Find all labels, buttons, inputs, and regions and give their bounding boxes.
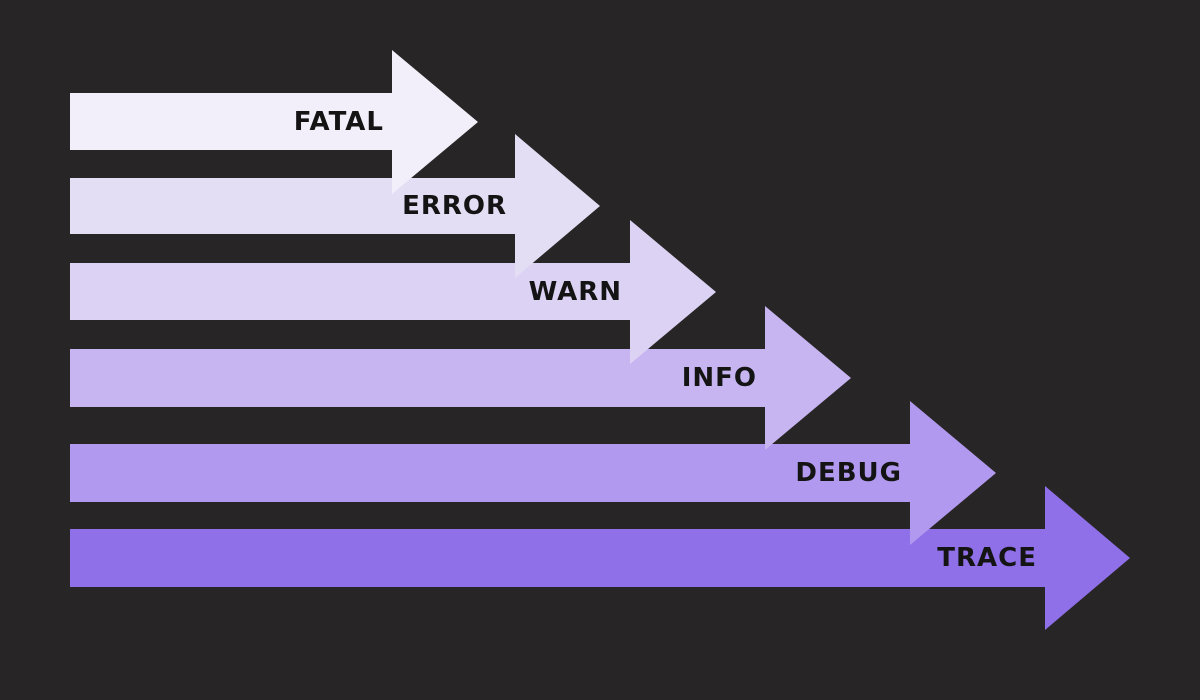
fatal-arrow-bar (70, 93, 392, 150)
info-label: INFO (681, 363, 757, 393)
info-arrow-head-icon (765, 306, 851, 450)
trace-arrow-head-icon (1045, 486, 1130, 630)
error-label: ERROR (402, 191, 507, 221)
debug-arrow-head-icon (910, 401, 996, 545)
error-arrow-head-icon (515, 134, 600, 278)
fatal-arrow-head-icon (392, 49, 478, 194)
debug-arrow-bar (70, 444, 910, 502)
trace-label: TRACE (937, 543, 1037, 573)
fatal-label: FATAL (293, 106, 384, 137)
debug-label: DEBUG (795, 458, 902, 488)
trace-arrow-bar (70, 529, 1045, 587)
warn-label: WARN (528, 276, 622, 307)
warn-arrow-head-icon (630, 219, 716, 364)
